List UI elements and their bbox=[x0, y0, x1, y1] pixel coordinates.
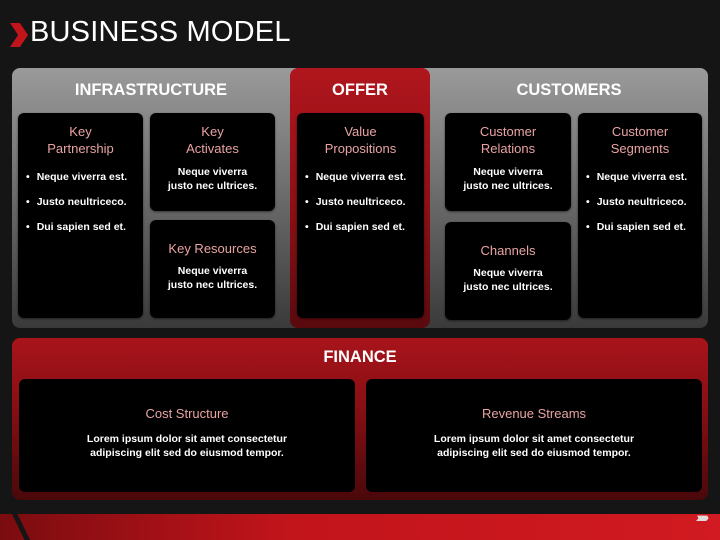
card-title: Key Partnership bbox=[18, 123, 143, 157]
section-customers: CUSTOMERS bbox=[516, 81, 622, 99]
value-propositions-card: Value Propositions Neque viverra est. Ju… bbox=[297, 113, 424, 318]
card-text: Neque viverra justo nec ultrices. bbox=[154, 264, 271, 292]
section-offer: OFFER bbox=[332, 81, 388, 99]
revenue-streams-card: Revenue Streams Lorem ipsum dolor sit am… bbox=[366, 379, 702, 492]
list-item: Dui sapien sed et. bbox=[26, 221, 139, 233]
card-title: Channels bbox=[480, 243, 536, 258]
card-text-line: adipiscing elit sed do eiusmod tempor. bbox=[90, 447, 284, 459]
section-finance: FINANCE bbox=[323, 348, 397, 366]
chevron-right-icon bbox=[10, 23, 28, 47]
card-title-line: Activates bbox=[186, 141, 239, 156]
card-title-line: Customer bbox=[611, 124, 669, 139]
bottom-accent-bar bbox=[0, 514, 720, 540]
key-resources-card: Key Resources Neque viverra justo nec ul… bbox=[150, 220, 275, 318]
card-text-line: adipiscing elit sed do eiusmod tempor. bbox=[437, 447, 631, 459]
section-infrastructure: INFRASTRUCTURE bbox=[74, 81, 228, 99]
card-text-line: justo nec ultrices. bbox=[167, 279, 258, 291]
card-title-line: Key bbox=[69, 124, 92, 139]
card-text-line: Neque viverra bbox=[177, 166, 248, 178]
list-item: Justo neultriceco. bbox=[26, 196, 139, 208]
cost-structure-card: Cost Structure Lorem ipsum dolor sit ame… bbox=[19, 379, 355, 492]
card-text-line: justo nec ultrices. bbox=[167, 180, 258, 192]
customer-relations-card: Customer Relations Neque viverra justo n… bbox=[445, 113, 571, 211]
card-title: Customer Segments bbox=[578, 123, 702, 157]
list-item: Neque viverra est. bbox=[305, 171, 420, 183]
bullet-list: Neque viverra est. Justo neultriceco. Du… bbox=[586, 171, 698, 246]
list-item: Neque viverra est. bbox=[586, 171, 698, 183]
card-text-line: Neque viverra bbox=[177, 265, 248, 277]
customer-segments-card: Customer Segments Neque viverra est. Jus… bbox=[578, 113, 702, 318]
card-text-line: Lorem ipsum dolor sit amet consectetur bbox=[86, 433, 288, 445]
card-title: Value Propositions bbox=[297, 123, 424, 157]
card-title-line: Segments bbox=[610, 141, 670, 156]
card-title-line: Partnership bbox=[47, 141, 114, 156]
card-title: Key Activates bbox=[150, 123, 275, 157]
card-title: Customer Relations bbox=[445, 123, 571, 157]
card-title-line: Key bbox=[201, 124, 224, 139]
card-title: Cost Structure bbox=[145, 406, 229, 421]
card-text-line: justo nec ultrices. bbox=[463, 180, 553, 192]
card-text-line: Neque viverra bbox=[473, 267, 543, 279]
list-item: Dui sapien sed et. bbox=[305, 221, 420, 233]
channels-card: Channels Neque viverra justo nec ultrice… bbox=[445, 222, 571, 320]
card-text: Lorem ipsum dolor sit amet consectetur a… bbox=[386, 432, 682, 460]
card-text: Neque viverra justo nec ultrices. bbox=[154, 165, 271, 193]
key-activates-card: Key Activates Neque viverra justo nec ul… bbox=[150, 113, 275, 211]
card-title-line: Relations bbox=[480, 141, 536, 156]
card-text: Neque viverra justo nec ultrices. bbox=[449, 165, 567, 193]
list-item: Justo neultriceco. bbox=[586, 196, 698, 208]
card-text-line: Lorem ipsum dolor sit amet consectetur bbox=[433, 433, 635, 445]
list-item: Neque viverra est. bbox=[26, 171, 139, 183]
card-title: Key Resources bbox=[168, 241, 257, 256]
bullet-list: Neque viverra est. Justo neultriceco. Du… bbox=[305, 171, 420, 246]
card-text-line: Neque viverra bbox=[473, 166, 543, 178]
card-text-line: justo nec ultrices. bbox=[463, 281, 553, 293]
card-text: Lorem ipsum dolor sit amet consectetur a… bbox=[39, 432, 335, 460]
card-title-line: Value bbox=[344, 124, 377, 139]
list-item: Justo neultriceco. bbox=[305, 196, 420, 208]
list-item: Dui sapien sed et. bbox=[586, 221, 698, 233]
card-text: Neque viverra justo nec ultrices. bbox=[449, 266, 567, 294]
bullet-list: Neque viverra est. Justo neultriceco. Du… bbox=[26, 171, 139, 246]
card-title: Revenue Streams bbox=[481, 406, 587, 421]
chevrons-decoration-icon: ›››››› bbox=[696, 509, 709, 525]
key-partnership-card: Key Partnership Neque viverra est. Justo… bbox=[18, 113, 143, 318]
card-title-line: Propositions bbox=[324, 141, 397, 156]
page-title: BUSINESS MODEL bbox=[30, 16, 291, 48]
card-title-line: Customer bbox=[479, 124, 537, 139]
